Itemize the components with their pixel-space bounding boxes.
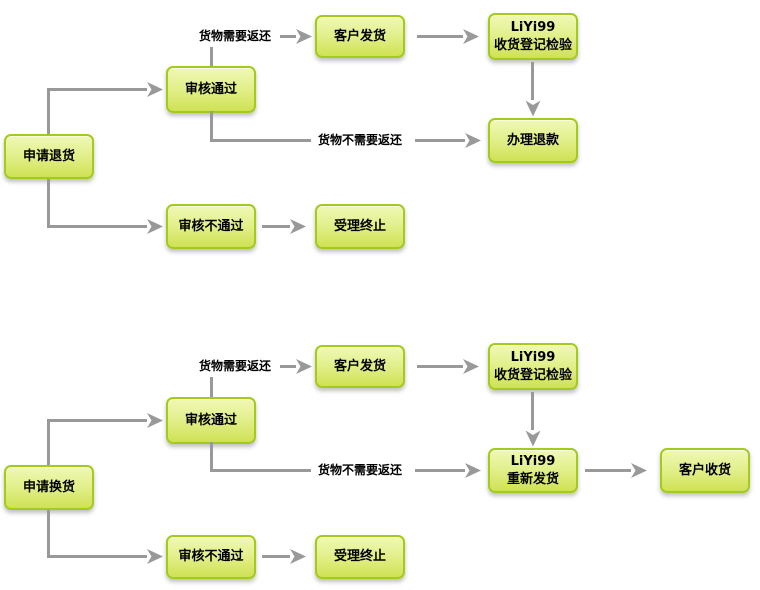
label-need-return-2: 货物需要返还 (198, 359, 271, 373)
arrowhead-right-icon (463, 29, 479, 44)
connector-line (47, 419, 147, 422)
arrowhead-right-icon (631, 463, 647, 478)
arrowhead-right-icon (290, 219, 306, 234)
connector-line (531, 62, 534, 100)
arrowhead-right-icon (465, 463, 481, 478)
node-liyi99-reship: LiYi99 重新发货 (488, 448, 578, 493)
arrowhead-right-icon (290, 549, 306, 564)
connector-line (280, 365, 296, 368)
connector-line (210, 377, 213, 397)
connector-line (280, 35, 296, 38)
connector-line (210, 47, 213, 66)
node-review-approved-exchange: 审核通过 (166, 397, 256, 444)
node-liyi99-inspect-exchange: LiYi99 收货登记检验 (488, 343, 578, 390)
connector-line (47, 555, 147, 558)
arrowhead-right-icon (296, 359, 312, 374)
connector-line (210, 442, 213, 471)
connector-line (417, 365, 463, 368)
label-no-need-return-1: 货物不需要返还 (317, 133, 402, 147)
connector-line (531, 392, 534, 430)
label-need-return-1: 货物需要返还 (198, 29, 271, 43)
node-review-approved-return: 审核通过 (166, 66, 256, 113)
arrowhead-right-icon (147, 82, 163, 97)
arrowhead-down-icon (525, 430, 541, 447)
connector-line (415, 139, 465, 142)
node-terminated-return: 受理终止 (315, 204, 405, 249)
connector-line (47, 90, 50, 134)
arrowhead-right-icon (147, 413, 163, 428)
arrowhead-right-icon (465, 133, 481, 148)
node-review-rejected-return: 审核不通过 (166, 204, 256, 249)
node-liyi99-inspect-return: LiYi99 收货登记检验 (488, 13, 578, 60)
arrowhead-right-icon (147, 219, 163, 234)
connector-line (262, 225, 290, 228)
arrowhead-right-icon (463, 359, 479, 374)
connector-line (210, 469, 311, 472)
connector-line (47, 225, 147, 228)
label-no-need-return-2: 货物不需要返还 (317, 463, 402, 477)
connector-line (585, 469, 631, 472)
node-customer-ship-exchange: 客户发货 (315, 345, 405, 388)
arrowhead-right-icon (296, 29, 312, 44)
node-customer-ship-return: 客户发货 (315, 15, 405, 58)
connector-line (47, 420, 50, 465)
connector-line (210, 111, 213, 141)
connector-line (47, 88, 147, 91)
node-apply-return: 申请退货 (4, 134, 94, 179)
connector-line (417, 35, 463, 38)
connector-line (47, 179, 50, 226)
connector-line (47, 510, 50, 557)
connector-line (210, 139, 311, 142)
node-apply-exchange: 申请换货 (4, 465, 94, 510)
connector-line (262, 555, 290, 558)
node-customer-receive: 客户收货 (660, 448, 750, 493)
arrowhead-down-icon (525, 100, 541, 117)
node-refund: 办理退款 (488, 118, 578, 163)
node-review-rejected-exchange: 审核不通过 (166, 535, 256, 579)
node-terminated-exchange: 受理终止 (315, 535, 405, 579)
arrowhead-right-icon (147, 549, 163, 564)
connector-line (415, 469, 465, 472)
